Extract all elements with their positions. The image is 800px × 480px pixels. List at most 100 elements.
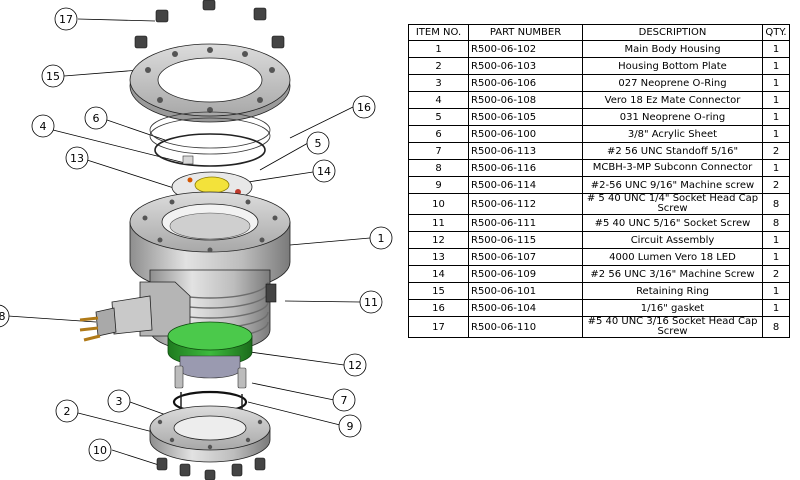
description: MCBH-3-MP Subconn Connector [582,159,763,177]
svg-text:14: 14 [317,165,331,178]
description: #5 40 UNC 5/16" Socket Screw [582,214,763,232]
cap-screws-bottom [156,457,266,480]
description: #2 56 UNC 3/16" Machine Screw [582,265,763,283]
gasket-and-acrylic-sheet [149,111,271,167]
quantity: 2 [762,142,790,160]
svg-text:2: 2 [64,405,71,418]
quantity: 8 [762,193,790,215]
callout-4: 4 [31,114,55,138]
callout-6: 6 [84,106,108,130]
quantity: 2 [762,265,790,283]
callout-7: 7 [332,388,356,412]
callout-12: 12 [343,353,367,377]
description: 027 Neoprene O-Ring [582,74,763,92]
description: Circuit Assembly [582,231,763,249]
part-number: R500-06-108 [468,91,583,109]
callout-11: 11 [359,290,383,314]
quantity: 1 [762,282,790,300]
item-no: 6 [408,125,469,143]
description: Main Body Housing [582,40,763,58]
description: 3/8" Acrylic Sheet [582,125,763,143]
quantity: 2 [762,176,790,194]
quantity: 8 [762,214,790,232]
description: #2 56 UNC Standoff 5/16" [582,142,763,160]
svg-text:12: 12 [348,359,362,372]
svg-text:15: 15 [46,70,60,83]
item-no: 16 [408,299,469,317]
svg-text:17: 17 [59,13,73,26]
quantity: 1 [762,57,790,75]
part-number: R500-06-104 [468,299,583,317]
standoffs [174,365,247,389]
description: 031 Neoprene O-ring [582,108,763,126]
bom-header-row: ITEM NO. PART NUMBER DESCRIPTION QTY. [408,24,790,41]
svg-text:9: 9 [347,420,354,433]
item-no: 11 [408,214,469,232]
svg-text:8: 8 [0,310,6,323]
callout-1: 1 [369,226,393,250]
part-number: R500-06-102 [468,40,583,58]
description: #5 40 UNC 3/16 Socket Head Cap Screw [582,316,763,338]
exploded-view: 17 15 16 6 4 5 13 14 1 8 11 12 3 7 2 9 1… [0,0,393,480]
callout-3: 3 [107,389,131,413]
part-number: R500-06-114 [468,176,583,194]
item-no: 8 [408,159,469,177]
part-number: R500-06-101 [468,282,583,300]
description: Vero 18 Ez Mate Connector [582,91,763,109]
item-no: 10 [408,193,469,215]
description: 1/16" gasket [582,299,763,317]
part-number: R500-06-103 [468,57,583,75]
callout-13: 13 [65,146,89,170]
description: 4000 Lumen Vero 18 LED [582,248,763,266]
item-no: 3 [408,74,469,92]
part-number: R500-06-110 [468,316,583,338]
callout-5: 5 [306,131,330,155]
part-number: R500-06-107 [468,248,583,266]
item-no: 17 [408,316,469,338]
part-number: R500-06-113 [468,142,583,160]
quantity: 1 [762,74,790,92]
svg-text:10: 10 [93,444,107,457]
callout-16: 16 [352,95,376,119]
svg-text:4: 4 [40,120,47,133]
quantity: 1 [762,91,790,109]
circuit-assembly [167,321,253,379]
part-number: R500-06-100 [468,125,583,143]
svg-text:13: 13 [70,152,84,165]
callout-9: 9 [338,414,362,438]
part-number: R500-06-115 [468,231,583,249]
item-no: 13 [408,248,469,266]
cap-screws-top [134,0,285,49]
item-no: 2 [408,57,469,75]
callout-balloons: 17 15 16 6 4 5 13 14 1 8 11 12 3 7 2 9 1… [0,7,393,462]
subconn-connector [79,295,153,342]
quantity: 8 [762,316,790,338]
item-no: 9 [408,176,469,194]
retaining-ring [129,43,291,123]
column-header-description: DESCRIPTION [582,24,763,41]
quantity: 1 [762,40,790,58]
quantity: 1 [762,248,790,266]
callout-17: 17 [54,7,78,31]
part-number: R500-06-111 [468,214,583,232]
part-number: R500-06-116 [468,159,583,177]
description: Retaining Ring [582,282,763,300]
item-no: 1 [408,40,469,58]
column-header-qty: QTY. [762,24,790,41]
svg-text:5: 5 [315,137,322,150]
item-no: 7 [408,142,469,160]
